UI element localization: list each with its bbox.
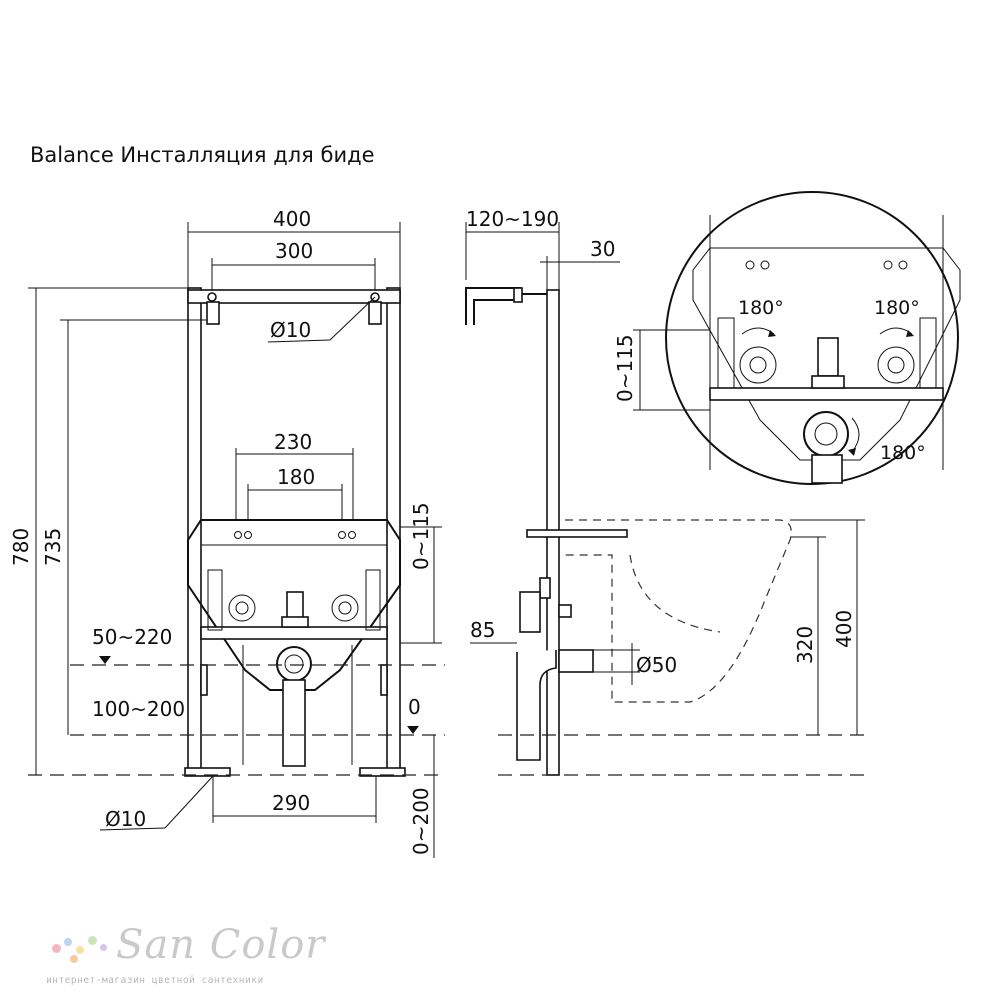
dim-foot-diameter: Ø10 [105,807,146,831]
dim-hole-diameter: Ø10 [270,318,311,342]
dim-module-adjust: 0~115 [409,502,433,570]
bidet-module [187,519,401,691]
dim-drain-diameter: Ø50 [636,653,677,677]
rotation-left-label: 180° [738,297,784,319]
detail-drain [803,411,849,457]
dim-fixing-spacing: 180 [277,465,315,489]
detail-circle [665,191,959,485]
front-view: 400 300 Ø10 230 180 780 735 0~115 50~220… [9,207,445,858]
detail-height-adjust: 0~115 [613,334,637,402]
dim-pipe-range: 100~200 [92,697,185,721]
dim-total-height: 780 [9,528,33,566]
dim-inner-height: 735 [41,528,65,566]
level-marker-icon [99,656,111,664]
rotation-right-label: 180° [874,297,920,319]
rotation-drain-label: 180° [880,442,926,464]
logo-dot [88,936,97,945]
detail-right-fitting [877,346,915,384]
logo-dot [64,938,72,946]
drain-pipe [282,679,306,767]
right-fitting [331,594,359,622]
dim-fixing-width: 230 [274,430,312,454]
logo-dot [100,944,107,951]
logo-dot [76,946,84,954]
drain-elbow [516,650,557,761]
brand-name: San Color [116,922,326,968]
side-view: 120~190 30 85 Ø50 320 400 [465,207,865,776]
dim-leg-adjust: 0~200 [409,787,433,855]
dim-rim-height: 400 [832,610,856,648]
drawing-title: Balance Инсталляция для биде [30,143,375,167]
dim-hole-spacing: 300 [275,239,313,263]
drain-connector [558,649,594,673]
dim-foot-spacing: 290 [272,791,310,815]
dim-bidet-height: 320 [793,626,817,664]
dim-frame-depth: 30 [590,237,615,261]
logo-dot [52,944,61,953]
wall-bracket [465,287,521,325]
brand-tagline: интернет-магазин цветной сантехники [46,975,264,986]
dim-frame-width: 400 [273,207,311,231]
logo-dot [70,955,78,963]
dim-drain-height: 50~220 [92,625,172,649]
top-rail [187,289,401,304]
dim-wall-distance: 120~190 [466,207,559,231]
dim-floor-zero: 0 [408,695,421,719]
level-marker-icon [407,726,419,734]
drain-outlet [276,646,312,682]
detail-left-fitting [739,346,777,384]
left-fitting [228,594,256,622]
bidet-outline [565,519,792,703]
detail-view: 180° 180° 0~115 180° [613,191,961,485]
dim-drain-offset: 85 [470,618,495,642]
